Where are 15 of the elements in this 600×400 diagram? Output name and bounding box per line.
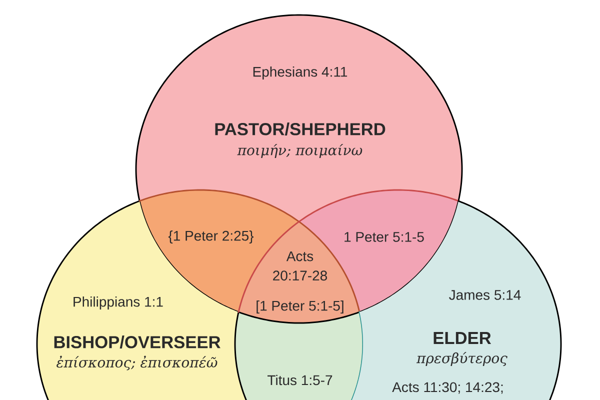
verse-reference: [1 Peter 5:1-5] <box>256 300 344 314</box>
verse-reference: James 5:14 <box>449 290 521 300</box>
verse-reference: 1 Peter 5:1-5 <box>344 232 424 242</box>
greek-term: πρεσβύτερος <box>416 352 508 366</box>
office-title: BISHOP/OVERSEER <box>54 336 220 348</box>
verse-reference: Titus 1:5-7 <box>268 374 332 386</box>
office-title: ELDER <box>434 332 492 344</box>
verse-reference: {1 Peter 2:25} <box>168 230 254 244</box>
greek-term: ἐπίσκοπος; ἐπισκοπέῶ <box>56 356 218 370</box>
verse-reference: Acts 20:17-28 <box>273 251 328 281</box>
greek-term: ποιμήν; ποιμαίνω <box>237 144 362 158</box>
verse-reference: Philippians 1:1 <box>74 296 163 310</box>
office-title: PASTOR/SHEPHERD <box>215 122 386 136</box>
verse-reference: Ephesians 4:11 <box>253 66 348 80</box>
verse-reference: Acts 11:30; 14:23; <box>392 382 503 394</box>
